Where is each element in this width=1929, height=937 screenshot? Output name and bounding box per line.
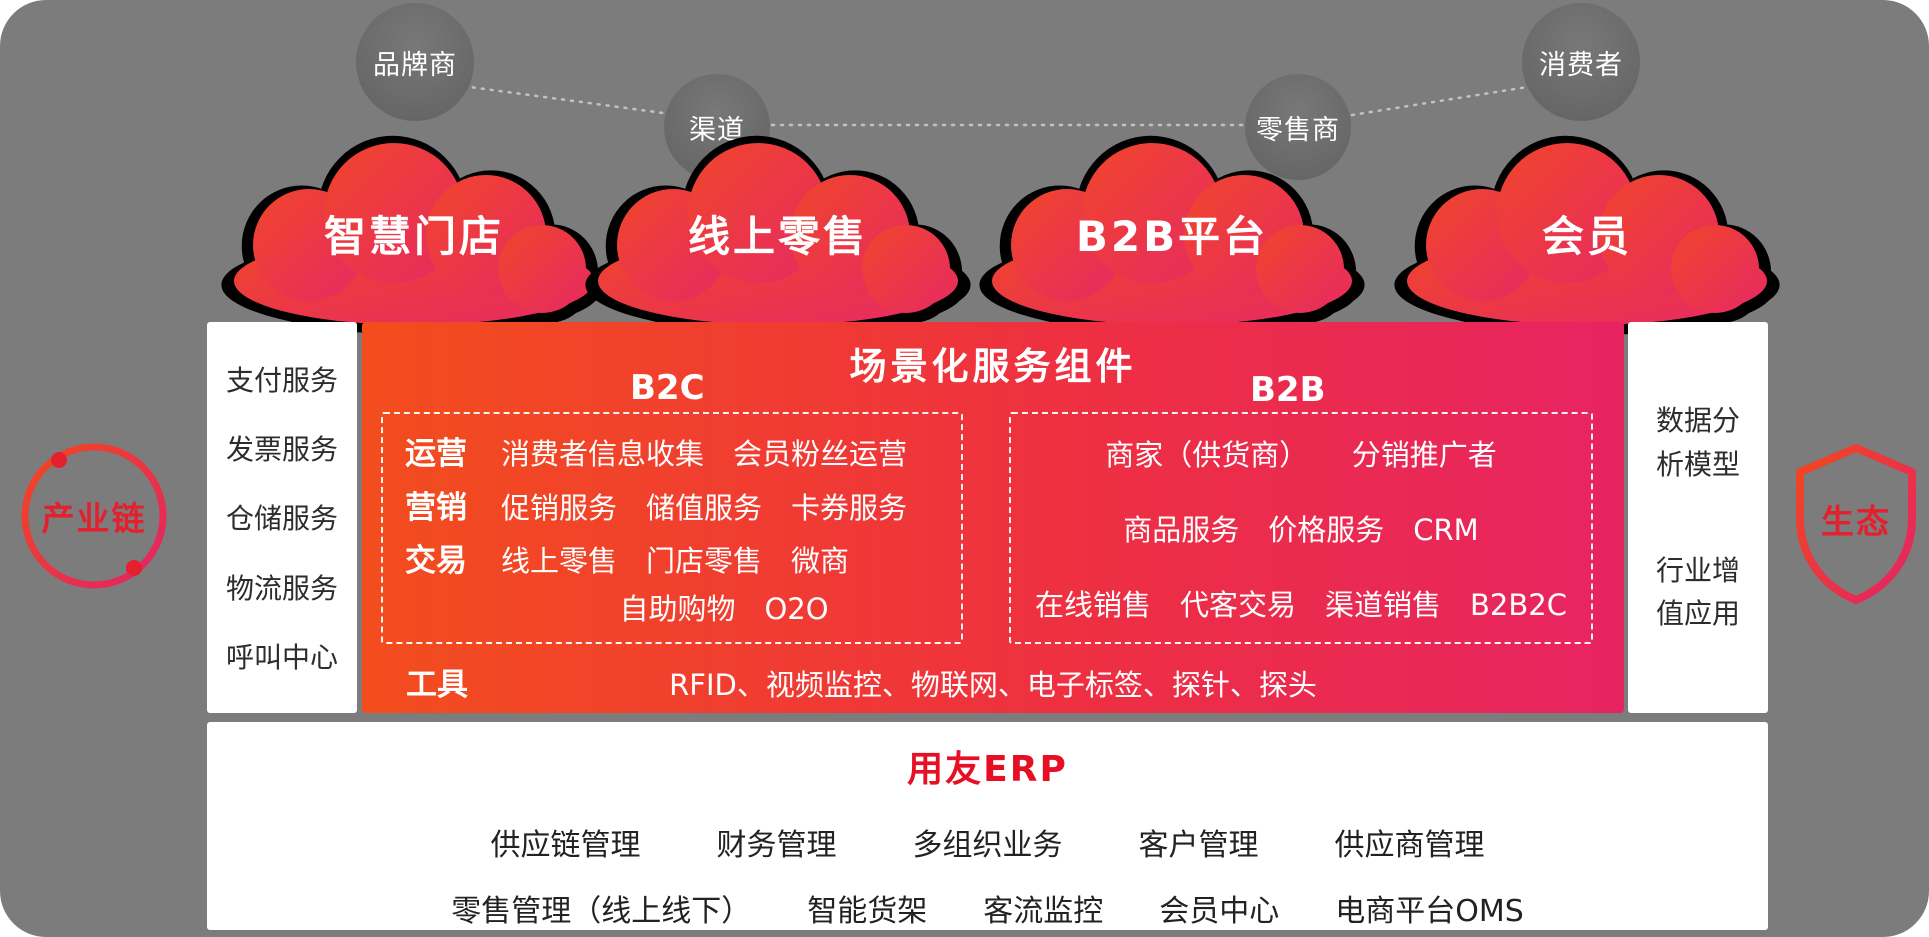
- b2c-row-transaction-line1: 线上零售 门店零售 微商: [501, 544, 850, 578]
- b2c-row-transaction-label: 交易: [405, 543, 467, 579]
- b2c-row-operations-content: 消费者信息收集 会员粉丝运营: [501, 437, 908, 471]
- erp-item-multi-org: 多组织业务: [912, 828, 1063, 863]
- service-box-title: 场景化服务组件: [849, 345, 1137, 388]
- b2b-dashed-box: 商家（供货商） 分销推广者 商品服务 价格服务 CRM 在线销售 代客交易 渠道…: [1009, 412, 1593, 644]
- erp-item-supplier: 供应商管理: [1334, 828, 1485, 863]
- tools-row: 工具 RFID、视频监控、物联网、电子标签、探针、探头: [362, 655, 1624, 703]
- cloud-online-retail: 线上零售: [578, 133, 978, 335]
- left-panel-item-warehouse: 仓储服务: [225, 502, 338, 536]
- b2c-row-transaction-content: 线上零售 门店零售 微商 自助购物 O2O: [501, 535, 947, 628]
- erp-item-finance: 财务管理: [716, 828, 837, 863]
- b2c-row-transaction: 交易 线上零售 门店零售 微商 自助购物 O2O: [405, 535, 947, 628]
- cloud-b2b-platform-label: B2B平台: [1075, 212, 1269, 261]
- b2c-row-marketing-label: 营销: [405, 489, 467, 526]
- erp-item-member-center: 会员中心: [1159, 894, 1280, 929]
- cloud-member: 会员: [1387, 133, 1787, 335]
- erp-item-ecommerce-oms: 电商平台OMS: [1335, 894, 1524, 929]
- left-services-panel: 支付服务 发票服务 仓储服务 物流服务 呼叫中心: [207, 322, 357, 713]
- b2c-row-operations: 运营 消费者信息收集 会员粉丝运营: [405, 428, 947, 473]
- ecology-shield-icon: [1796, 444, 1916, 604]
- b2b-row-sales: 在线销售 代客交易 渠道销售 B2B2C: [1035, 588, 1567, 622]
- erp-item-smart-shelf: 智能货架: [807, 894, 928, 929]
- node-retailer: 零售商: [1245, 74, 1351, 180]
- b2c-heading: B2C: [630, 368, 705, 408]
- node-brand: 品牌商: [356, 3, 474, 121]
- node-consumer-label: 消费者: [1539, 49, 1623, 81]
- erp-row-1: 供应链管理 财务管理 多组织业务 客户管理 供应商管理: [207, 820, 1768, 864]
- cloud-b2b-platform: B2B平台: [972, 133, 1372, 335]
- erp-item-customer: 客户管理: [1138, 828, 1259, 863]
- b2c-row-operations-label: 运营: [405, 436, 467, 472]
- right-analytics-panel: 数据分 析模型 行业增 值应用: [1628, 322, 1768, 713]
- scenario-service-box: 场景化服务组件 B2C B2B 运营 消费者信息收集 会员粉丝运营 营销 促销服…: [362, 322, 1624, 713]
- b2c-row-transaction-line2: 自助购物 O2O: [619, 592, 829, 626]
- tools-label: 工具: [406, 667, 468, 703]
- industry-chain-ring-icon: [21, 443, 167, 589]
- ecology-badge: 生态: [1788, 440, 1924, 608]
- erp-item-traffic-monitor: 客流监控: [983, 894, 1104, 929]
- b2c-dashed-box: 运营 消费者信息收集 会员粉丝运营 营销 促销服务 储值服务 卡券服务 交易 线…: [381, 412, 963, 644]
- b2c-row-marketing-content: 促销服务 储值服务 卡券服务: [501, 490, 908, 525]
- left-panel-item-invoice: 发票服务: [225, 433, 338, 467]
- tools-content: RFID、视频监控、物联网、电子标签、探针、探头: [669, 668, 1317, 702]
- cloud-online-retail-label: 线上零售: [687, 212, 868, 261]
- node-consumer: 消费者: [1522, 3, 1640, 121]
- erp-row-2: 零售管理（线上线下） 智能货架 客流监控 会员中心 电商平台OMS: [207, 886, 1768, 930]
- right-panel-item-data-analysis: 数据分 析模型: [1655, 404, 1740, 481]
- erp-item-supply-chain: 供应链管理: [490, 828, 641, 863]
- right-panel-item-industry-value: 行业增 值应用: [1655, 554, 1740, 631]
- b2c-row-marketing: 营销 促销服务 储值服务 卡券服务: [405, 482, 947, 527]
- node-retailer-label: 零售商: [1256, 114, 1340, 146]
- left-panel-item-callcenter: 呼叫中心: [225, 640, 338, 674]
- left-panel-item-logistics: 物流服务: [225, 571, 338, 605]
- erp-item-retail-mgmt: 零售管理（线上线下）: [451, 894, 752, 929]
- b2b-heading: B2B: [1250, 370, 1326, 410]
- node-brand-label: 品牌商: [373, 49, 457, 81]
- b2b-row-merchants: 商家（供货商） 分销推广者: [1105, 438, 1497, 472]
- cloud-smart-store-label: 智慧门店: [323, 212, 504, 261]
- industry-chain-label: 产业链: [41, 499, 147, 538]
- cloud-member-label: 会员: [1541, 212, 1632, 261]
- erp-box: 用友ERP 供应链管理 财务管理 多组织业务 客户管理 供应商管理 零售管理（线…: [207, 722, 1768, 930]
- erp-title: 用友ERP: [907, 749, 1068, 790]
- b2b-row-goods-services: 商品服务 价格服务 CRM: [1123, 513, 1479, 547]
- cloud-smart-store: 智慧门店: [214, 133, 614, 335]
- left-panel-item-payment: 支付服务: [225, 364, 338, 398]
- industry-chain-badge: 产业链: [14, 436, 174, 596]
- ecology-label: 生态: [1821, 502, 1891, 541]
